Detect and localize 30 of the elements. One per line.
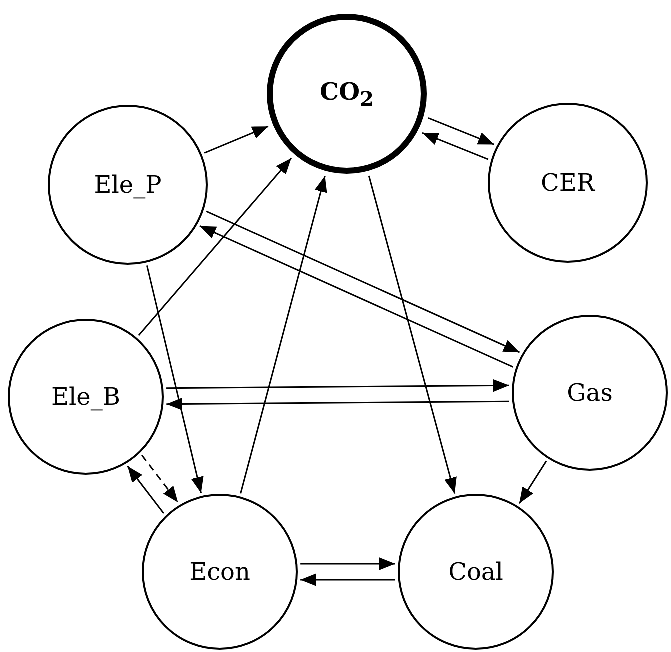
arrow [518, 460, 548, 504]
circle-node [48, 105, 208, 265]
circle-node [8, 319, 164, 475]
node-label: Coal [448, 558, 504, 586]
circle-node [267, 14, 427, 174]
arrow [127, 466, 165, 514]
arrow [300, 574, 396, 586]
arrow [138, 158, 292, 336]
node-label: Ele_B [51, 383, 121, 411]
arrow [368, 176, 457, 494]
circle-node [398, 494, 554, 650]
arrow [166, 398, 510, 411]
arrow [166, 379, 510, 392]
arrow [204, 126, 269, 154]
circle-node [512, 315, 668, 471]
node-label: CER [541, 169, 595, 197]
arrow [146, 266, 204, 494]
arrow [422, 132, 489, 160]
circle-node [488, 103, 648, 263]
arrow [200, 226, 514, 368]
node-label: Ele_P [94, 171, 162, 199]
node-label: Econ [190, 558, 250, 586]
arrow [428, 117, 495, 146]
arrow [141, 454, 179, 504]
node-label: Gas [567, 379, 613, 407]
circle-node [142, 494, 298, 650]
arrow [240, 176, 328, 494]
arrow [206, 210, 520, 354]
arrow [300, 558, 396, 570]
node-label: CO$_{2}$ [320, 77, 374, 111]
